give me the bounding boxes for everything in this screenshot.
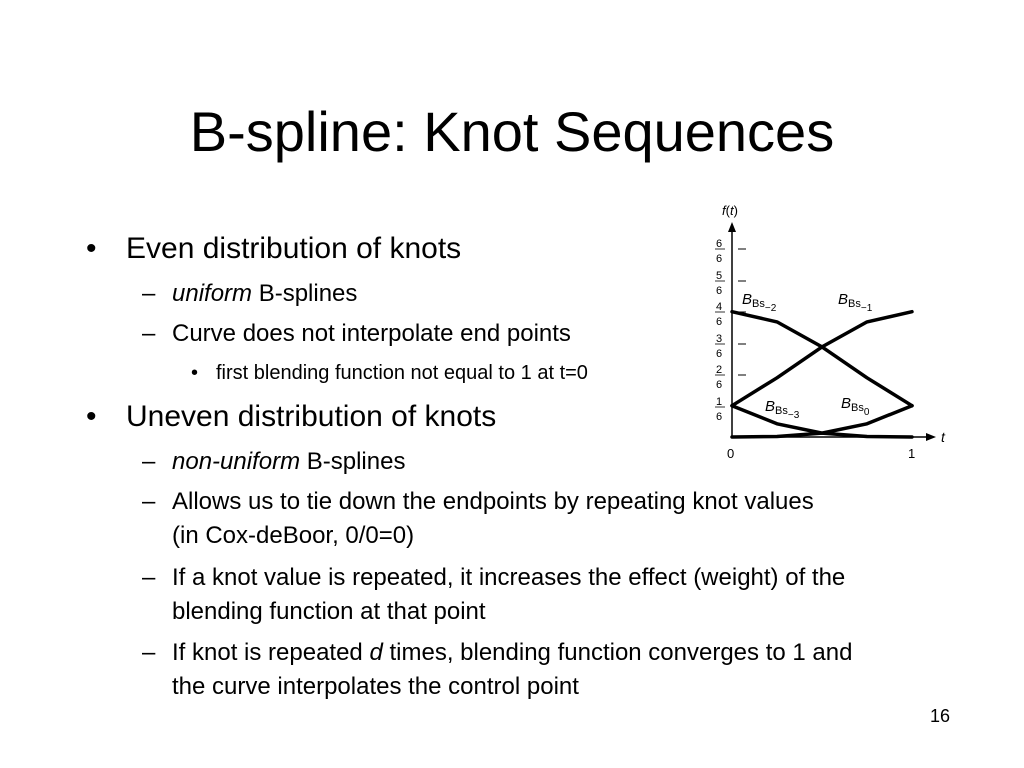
bullet-text: Uneven distribution of knots <box>126 400 497 433</box>
sub-bullet-repeated-d-times: – If knot is repeated d times, blending … <box>142 636 853 704</box>
label-sub: Bs <box>775 405 788 417</box>
sub-bullet-text: times, blending function converges to 1 … <box>382 639 853 666</box>
y-tick-denominator: 6 <box>716 253 722 265</box>
sub-bullet-no-interpolate: – Curve does not interpolate end points <box>142 317 571 351</box>
sub-bullet-tie-down: – Allows us to tie down the endpoints by… <box>142 485 814 553</box>
sub-bullet-uniform: – uniform B-splines <box>142 277 358 311</box>
y-tick-denominator: 6 <box>716 411 722 423</box>
curve-−2 <box>730 309 914 408</box>
bullet-marker: • <box>191 362 199 384</box>
sub-bullet-text: Curve does not interpolate end points <box>172 320 571 347</box>
label-b: B <box>841 395 851 412</box>
label-b-minus-3: BBs−3 <box>765 398 800 421</box>
dash-marker: – <box>142 320 156 347</box>
y-label-f: f <box>722 203 727 218</box>
y-tick-2-6: 2 6 <box>715 364 746 391</box>
x-axis-arrow <box>926 433 936 441</box>
y-tick-numerator: 5 <box>716 270 722 282</box>
sub-bullet-text: Allows us to tie down the endpoints by r… <box>172 488 814 515</box>
label-b: B <box>838 291 848 308</box>
label-subsub: 0 <box>864 407 870 418</box>
label-sub: Bs <box>851 402 864 414</box>
sub-bullet-repeated-knot: – If a knot value is repeated, it increa… <box>142 561 846 629</box>
y-tick-6-6: 6 6 <box>715 238 746 265</box>
bullet-uneven-distribution: • Uneven distribution of knots <box>86 400 497 434</box>
bullet-text: Even distribution of knots <box>126 232 462 265</box>
sub-bullet-text: B-splines <box>300 448 406 475</box>
label-sub: Bs <box>752 298 765 310</box>
label-subsub: −3 <box>788 410 800 421</box>
dash-marker: – <box>142 488 156 515</box>
x-tick-label: 1 <box>908 446 915 461</box>
y-label-close: ) <box>734 203 738 218</box>
sub-sub-bullet-first-blending: • first blending function not equal to 1… <box>191 360 588 386</box>
slide-title: B-spline: Knot Sequences <box>189 100 835 163</box>
label-b: B <box>742 291 752 308</box>
curve-0 <box>730 403 914 439</box>
bullet-marker: • <box>86 232 97 265</box>
label-subsub: −1 <box>861 303 873 314</box>
curve-−1 <box>730 309 914 408</box>
italic-term: non-uniform <box>172 448 301 475</box>
y-tick-5-6: 5 6 <box>715 270 746 297</box>
bullet-even-distribution: • Even distribution of knots <box>86 232 462 266</box>
dash-marker: – <box>142 280 156 307</box>
y-tick-denominator: 6 <box>716 285 722 297</box>
label-b-minus-1: BBs−1 <box>838 291 873 314</box>
y-tick-denominator: 6 <box>716 316 722 328</box>
label-b: B <box>765 398 775 415</box>
sub-bullet-text: B-splines <box>252 280 358 307</box>
y-tick-numerator: 3 <box>716 333 722 345</box>
sub-bullet-text-continued: blending function at that point <box>172 598 486 625</box>
blending-function-chart: f(t) t 0 1 6 6 5 6 4 6 3 6 2 6 1 6 <box>715 203 946 461</box>
sub-sub-bullet-text: first blending function not equal to 1 a… <box>216 362 588 384</box>
label-b-0: BBs0 <box>841 395 870 418</box>
y-tick-denominator: 6 <box>716 379 722 391</box>
curve-group <box>730 309 914 439</box>
label-sub: Bs <box>848 298 861 310</box>
y-tick-3-6: 3 6 <box>715 333 746 360</box>
bullet-marker: • <box>86 400 97 433</box>
dash-marker: – <box>142 448 156 475</box>
sub-bullet-text: If knot is repeated <box>172 639 370 666</box>
y-axis-label: f(t) <box>722 203 738 218</box>
y-tick-numerator: 2 <box>716 364 722 376</box>
sub-bullet-text-continued: (in Cox-deBoor, 0/0=0) <box>172 522 415 549</box>
y-tick-numerator: 6 <box>716 238 722 250</box>
italic-term: d <box>369 639 383 666</box>
label-b-minus-2: BBs−2 <box>742 291 777 314</box>
y-tick-numerator: 1 <box>716 396 722 408</box>
sub-bullet-text: If a knot value is repeated, it increase… <box>172 564 846 591</box>
page-number: 16 <box>929 706 950 726</box>
x-axis-label: t <box>941 429 946 445</box>
sub-bullet-text-continued: the curve interpolates the control point <box>172 673 579 700</box>
y-tick-numerator: 4 <box>716 301 722 313</box>
italic-term: uniform <box>172 280 253 307</box>
label-subsub: −2 <box>765 303 777 314</box>
y-tick-1-6: 1 6 <box>715 396 725 423</box>
y-tick-denominator: 6 <box>716 348 722 360</box>
x-tick-label: 0 <box>727 446 734 461</box>
y-label-t: t <box>730 203 735 218</box>
y-label-open: ( <box>726 203 731 218</box>
dash-marker: – <box>142 639 156 666</box>
dash-marker: – <box>142 564 156 591</box>
y-axis-arrow <box>728 222 736 232</box>
sub-bullet-non-uniform: – non-uniform B-splines <box>142 445 406 479</box>
